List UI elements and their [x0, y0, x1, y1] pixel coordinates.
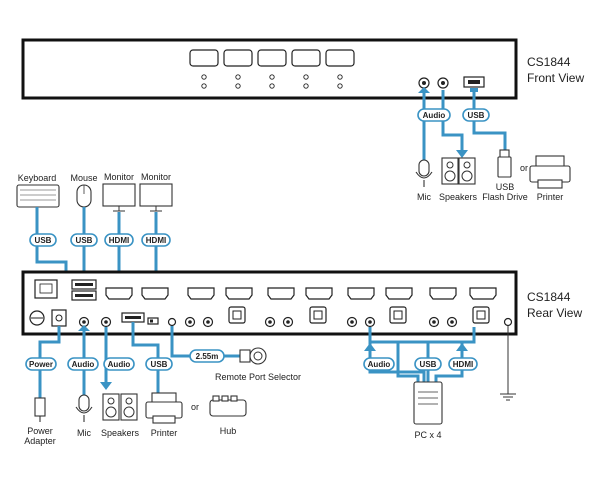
monitor-2-label: Monitor: [141, 172, 171, 182]
svg-text:HDMI: HDMI: [109, 236, 129, 245]
tag-audio-mic: Audio: [67, 357, 99, 371]
pc-tag-audio: Audio: [363, 357, 395, 371]
monitor-1-label: Monitor: [104, 172, 134, 182]
svg-text:HDMI: HDMI: [453, 360, 473, 369]
rear-mic-label: Mic: [77, 428, 91, 438]
front-selection-buttons: [189, 49, 355, 67]
rear-hdmi-console-2: [141, 287, 169, 300]
front-chassis: [21, 38, 518, 100]
svg-text:USB: USB: [76, 236, 93, 245]
rear-panel: CS1844 Rear View: [21, 270, 582, 336]
svg-text:USB: USB: [35, 236, 52, 245]
rear-printer-label: Printer: [151, 428, 178, 438]
svg-text:HDMI: HDMI: [146, 236, 166, 245]
tag-cable-length: 2.55m: [189, 349, 225, 363]
tag-power: Power: [25, 357, 57, 371]
tag-hdmi-2: HDMI: [141, 233, 171, 247]
tag-usb-printer: USB: [145, 357, 173, 371]
pc-count-label: PC x 4: [414, 430, 441, 440]
front-mic-label: Mic: [417, 192, 431, 202]
front-panel: CS1844 Front View: [21, 38, 584, 100]
keyboard-icon: [16, 184, 60, 208]
usb-flash-drive-icon: [497, 149, 512, 178]
svg-text:Audio: Audio: [108, 360, 131, 369]
svg-text:USB: USB: [151, 360, 168, 369]
pc-port-group-1: [184, 287, 253, 328]
front-leds: [201, 74, 343, 89]
front-printer-icon: [529, 155, 571, 189]
monitor-1-icon: [102, 183, 136, 212]
front-speakers-label: Speakers: [439, 192, 478, 202]
pc-tower-icon: [413, 381, 443, 425]
rear-ground-screw: [503, 317, 513, 327]
svg-text:Audio: Audio: [368, 360, 391, 369]
rear-view-label: Rear View: [527, 306, 582, 320]
pc-port-group-3: [346, 287, 413, 328]
tag-hdmi-1: HDMI: [104, 233, 134, 247]
pc-port-group-4: [428, 287, 497, 328]
rear-speakers-label: Speakers: [101, 428, 140, 438]
pc-tag-hdmi: HDMI: [448, 357, 478, 371]
remote-port-selector-icon: [239, 347, 267, 365]
pc-tag-usb: USB: [414, 357, 442, 371]
usb-drive-label-2: Flash Drive: [482, 192, 528, 202]
hub-label: Hub: [220, 426, 237, 436]
svg-text:2.55m: 2.55m: [196, 352, 219, 361]
mouse-icon: [76, 184, 92, 208]
pc-port-group-2: [264, 287, 333, 328]
front-audio-ports: [418, 77, 449, 89]
svg-text:USB: USB: [468, 111, 485, 120]
rear-remote-port: [167, 317, 177, 327]
monitor-2-icon: [139, 183, 173, 212]
tag-keyboard-usb: USB: [29, 233, 57, 247]
svg-text:Power: Power: [29, 360, 53, 369]
usb-drive-label-1: USB: [496, 182, 515, 192]
rear-mic-icon: [75, 394, 93, 422]
rear-model: CS1844: [527, 290, 571, 304]
front-mic-icon: [415, 159, 433, 187]
svg-text:Audio: Audio: [423, 111, 446, 120]
rear-hdmi-console-1: [105, 287, 133, 300]
keyboard-label: Keyboard: [18, 173, 57, 183]
mouse-label: Mouse: [70, 173, 97, 183]
front-tag-audio: Audio: [417, 108, 451, 122]
power-adapter-label-2: Adapter: [24, 436, 56, 446]
front-model: CS1844: [527, 55, 571, 69]
front-view-label: Front View: [527, 71, 584, 85]
power-adapter-icon: [34, 397, 46, 422]
remote-port-selector-label: Remote Port Selector: [215, 372, 301, 382]
front-or-label: or: [520, 163, 528, 173]
rear-speakers-icon: [102, 393, 138, 421]
tag-audio-speakers: Audio: [103, 357, 135, 371]
front-tag-usb: USB: [462, 108, 490, 122]
rear-dc-in: [51, 309, 67, 327]
rear-printer-icon: [145, 392, 183, 424]
power-adapter-label-1: Power: [27, 426, 53, 436]
tag-mouse-usb: USB: [70, 233, 98, 247]
port-button-1: [189, 49, 219, 67]
rear-or-label: or: [191, 402, 199, 412]
port-button-2: [223, 49, 253, 67]
usb-hub-icon: [209, 395, 247, 417]
port-button-4: [291, 49, 321, 67]
port-button-5: [325, 49, 355, 67]
svg-text:Audio: Audio: [72, 360, 95, 369]
port-button-3: [257, 49, 287, 67]
front-speakers-icon: [441, 157, 476, 185]
svg-text:USB: USB: [420, 360, 437, 369]
front-printer-label: Printer: [537, 192, 564, 202]
